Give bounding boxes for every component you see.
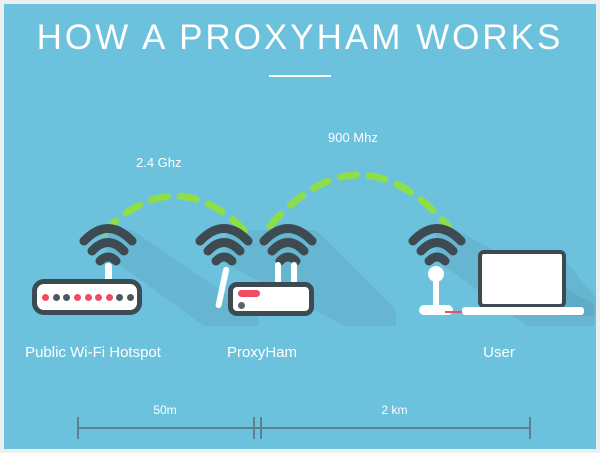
user-antenna-stem: [433, 276, 439, 309]
router-led: [63, 293, 71, 301]
router-led: [84, 293, 92, 301]
router-led: [73, 293, 81, 301]
scale-tick-mid: [253, 417, 255, 439]
router-led: [116, 293, 124, 301]
infographic-stage: HOW A PROXYHAM WORKS 2.4 Ghz 900 Mhz: [4, 4, 596, 449]
wifi-signal-icon: [408, 222, 466, 266]
scale-label-2km: 2 km: [381, 403, 408, 417]
device-caption-proxyham: ProxyHam: [226, 344, 297, 361]
scale-tick-end: [529, 417, 531, 439]
device-caption-hotspot: Public Wi-Fi Hotspot: [25, 344, 161, 361]
laptop-icon: [478, 250, 566, 308]
wifi-signal-icon: [195, 222, 253, 266]
wifi-signal-icon: [259, 222, 317, 266]
proxyham-antenna: [275, 262, 281, 298]
scale-label-50m: 50m: [153, 403, 177, 417]
router-antenna: [105, 263, 112, 293]
proxyham-device-icon: [228, 282, 314, 316]
router-led: [95, 293, 103, 301]
router-led: [42, 293, 49, 301]
user-antenna-base: [419, 305, 453, 315]
signal-arc-900mhz: [266, 171, 452, 230]
wifi-signal-icon: [79, 222, 137, 266]
router-led: [127, 293, 134, 301]
scale-tick-start: [77, 417, 79, 439]
user-antenna-knob: [428, 266, 444, 282]
proxyham-antenna: [291, 262, 297, 298]
router-led: [52, 293, 60, 301]
router-led: [105, 293, 113, 301]
laptop-base: [462, 307, 584, 315]
scale-tick-mid: [260, 417, 262, 439]
router-led-row: [42, 293, 134, 301]
proxyham-status-indicator: [238, 290, 260, 297]
page-title: HOW A PROXYHAM WORKS: [36, 18, 564, 57]
device-caption-user: User: [483, 344, 515, 361]
link-label-2-4ghz: 2.4 Ghz: [136, 155, 182, 170]
title-underline-rule: [269, 75, 331, 77]
link-label-900mhz: 900 Mhz: [328, 130, 378, 145]
scale-bar-line: [77, 427, 531, 429]
proxyham-status-dot: [238, 302, 245, 309]
